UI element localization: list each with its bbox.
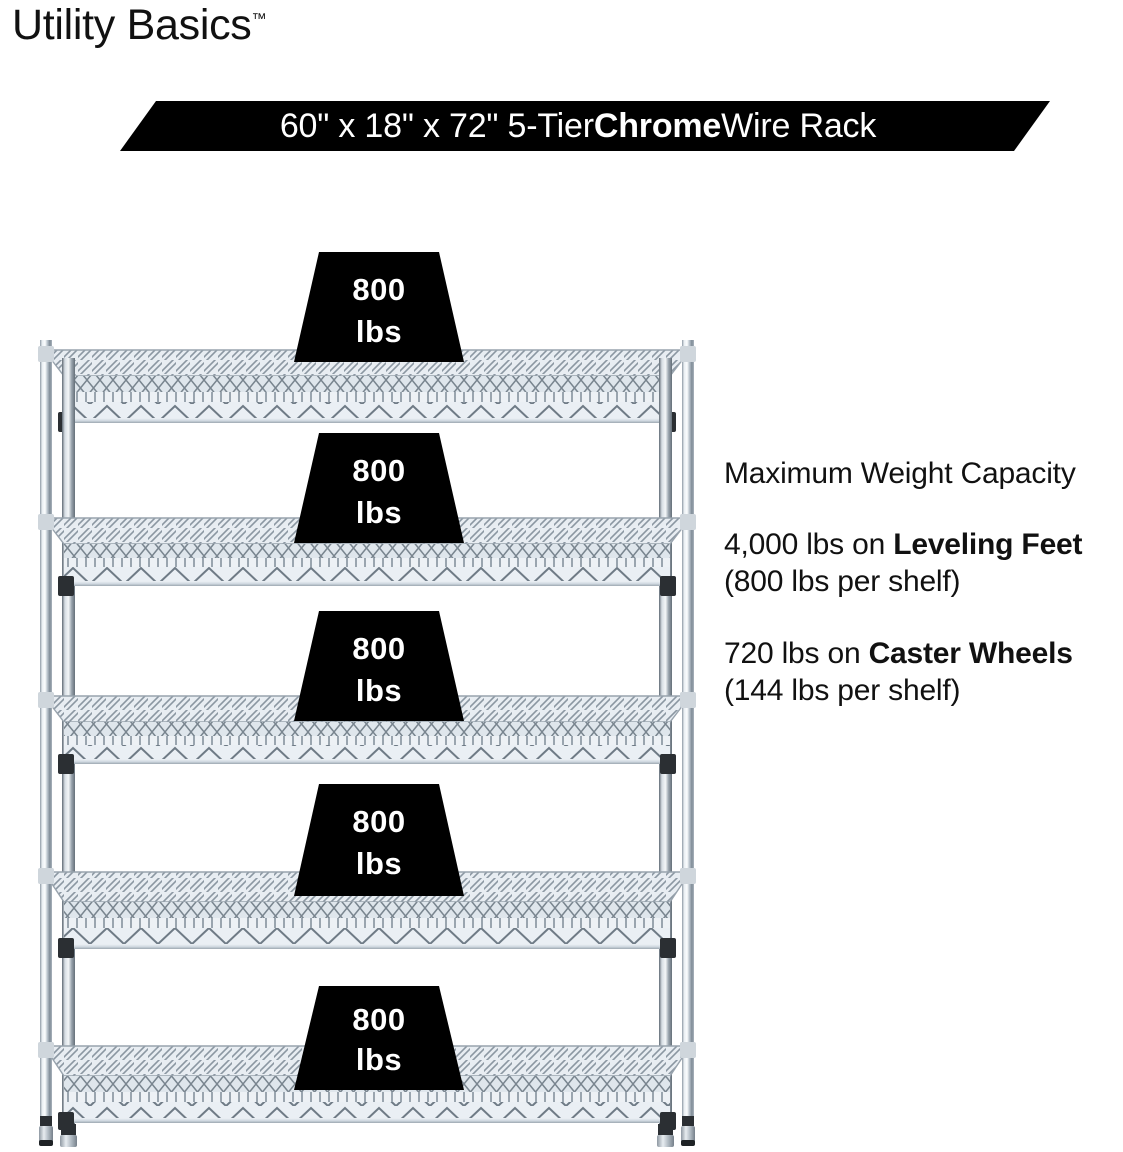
banner-size-tier: 60" x 18" x 72" 5-Tier xyxy=(279,106,594,145)
leveling-feet-prefix: 4,000 lbs on xyxy=(724,528,894,562)
caster-wheels-bold: Caster Wheels xyxy=(868,636,1073,670)
capacity-badge-shelf-3: 800 lbs xyxy=(294,611,464,721)
capacity-heading: Maximum Weight Capacity xyxy=(724,457,1076,490)
leveling-feet-capacity: 4,000 lbs on Leveling Feet (800 lbs per … xyxy=(724,526,1120,600)
rear-post-right xyxy=(682,340,694,1122)
capacity-badge-shelf-5: 800 lbs xyxy=(294,986,464,1090)
brand-name: Utility Basics xyxy=(12,1,252,49)
trademark-symbol: ™ xyxy=(251,10,267,28)
capacity-copy: Maximum Weight Capacity 4,000 lbs on Lev… xyxy=(724,455,1120,709)
caster-wheels-suffix: (144 lbs per shelf) xyxy=(724,673,961,707)
leveling-feet-suffix: (800 lbs per shelf) xyxy=(724,565,961,599)
leveling-foot-front-right xyxy=(657,1124,674,1147)
leveling-foot-rear-left xyxy=(39,1116,53,1146)
capacity-badge-value: 800 xyxy=(352,1002,406,1037)
wire-rack-illustration: 800 lbs 800 lbs 800 lbs 800 lbs 800 lbs xyxy=(22,252,712,1148)
leveling-foot-rear-right xyxy=(681,1116,695,1146)
leveling-feet-bold: Leveling Feet xyxy=(893,528,1083,562)
capacity-badge-value: 800 xyxy=(352,272,406,307)
rear-post-left xyxy=(40,340,52,1122)
title-banner-text: 60" x 18" x 72" 5-Tier Chrome Wire Rack xyxy=(120,101,1050,151)
caster-wheels-capacity: 720 lbs on Caster Wheels (144 lbs per sh… xyxy=(724,635,1120,709)
capacity-badge-shelf-1: 800 lbs xyxy=(294,252,464,362)
capacity-badge-value: 800 xyxy=(352,804,406,839)
capacity-badge-value: 800 xyxy=(352,453,406,488)
banner-suffix: Wire Rack xyxy=(721,106,877,145)
capacity-badge-unit: lbs xyxy=(355,673,403,708)
capacity-badge-shelf-4: 800 lbs xyxy=(294,784,464,896)
leveling-feet xyxy=(39,1116,695,1147)
capacity-badge-shelf-2: 800 lbs xyxy=(294,433,464,543)
leveling-foot-front-left xyxy=(60,1124,77,1147)
caster-wheels-prefix: 720 lbs on xyxy=(724,636,869,670)
capacity-badge-value: 800 xyxy=(352,631,406,666)
brand-logo: Utility Basics™ xyxy=(12,1,267,49)
title-banner: 60" x 18" x 72" 5-Tier Chrome Wire Rack xyxy=(120,101,1050,151)
capacity-badge-unit: lbs xyxy=(355,846,403,881)
shelf-1 xyxy=(38,346,696,432)
capacity-badge-unit: lbs xyxy=(355,495,403,530)
capacity-badge-unit: lbs xyxy=(355,314,403,349)
capacity-badge-unit: lbs xyxy=(355,1042,403,1077)
banner-highlight-chrome: Chrome xyxy=(593,106,722,145)
